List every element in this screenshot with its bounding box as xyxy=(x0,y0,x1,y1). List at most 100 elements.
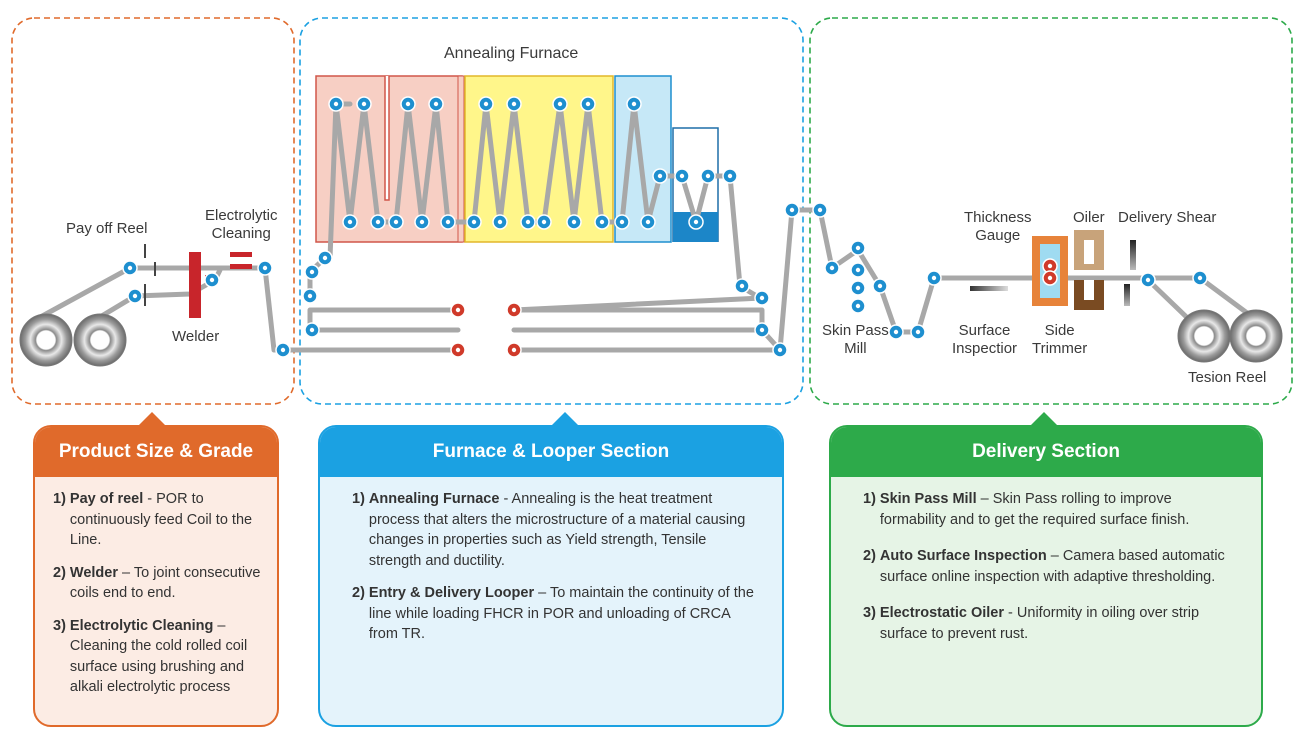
roller-hub xyxy=(455,307,461,313)
roller-hub xyxy=(433,101,439,107)
card-title: Product Size & Grade xyxy=(35,427,277,477)
card-title: Delivery Section xyxy=(831,427,1261,477)
roller-hub xyxy=(127,265,133,271)
delivery-shear-icon xyxy=(1124,240,1136,306)
label-pay-off-reel: Pay off Reel xyxy=(66,220,148,237)
roller-hub xyxy=(511,347,517,353)
card-product-size-grade: Product Size & Grade 1)Pay of reel - POR… xyxy=(33,425,279,727)
roller-hub xyxy=(855,267,861,273)
list-item: 2)Auto Surface Inspection – Camera based… xyxy=(863,548,1225,585)
roller-hub xyxy=(557,101,563,107)
roller-hub xyxy=(679,173,685,179)
roller-hub xyxy=(1197,275,1203,281)
roller-hub xyxy=(1145,277,1151,283)
list-item: 2)Entry & Delivery Looper – To maintain … xyxy=(352,585,754,642)
label-electrolytic-cleaning-line1: Electrolytic xyxy=(205,207,278,224)
label-side-trimmer-line1: Side xyxy=(1044,322,1075,339)
card-furnace-looper: Furnace & Looper Section 1)Annealing Fur… xyxy=(318,425,784,727)
oiler-icon xyxy=(1074,230,1104,310)
roller-hub xyxy=(1047,263,1053,269)
roller-hub xyxy=(511,307,517,313)
label-oiler: Oiler xyxy=(1073,209,1105,226)
roller-hub xyxy=(347,219,353,225)
label-electrolytic-cleaning: Electrolytic Cleaning xyxy=(205,207,278,243)
roller-hub xyxy=(599,219,605,225)
roller-hub xyxy=(309,269,315,275)
roller-hub xyxy=(931,275,937,281)
label-surface-inspection-line2: Inspectior xyxy=(952,340,1018,357)
roller-hub xyxy=(915,329,921,335)
label-surface-inspection: Surface Inspectior xyxy=(952,322,1017,358)
label-thickness-gauge-line1: Thickness xyxy=(964,209,1032,226)
roller-hub xyxy=(759,327,765,333)
roller-hub xyxy=(657,173,663,179)
list-item: 3)Electrolytic Cleaning – Cleaning the c… xyxy=(53,617,248,696)
roller-hub xyxy=(541,219,547,225)
roller-hub xyxy=(585,101,591,107)
roller-hub xyxy=(445,219,451,225)
roller-hub xyxy=(759,295,765,301)
roller-hub xyxy=(705,173,711,179)
list-item: 1)Skin Pass Mill – Skin Pass rolling to … xyxy=(863,491,1190,528)
roller-hub xyxy=(855,303,861,309)
roller-hub xyxy=(483,101,489,107)
label-thickness-gauge-line2: Gauge xyxy=(975,227,1021,244)
pay-off-reel-coils xyxy=(19,313,127,367)
roller-hub xyxy=(307,293,313,299)
roller-hub xyxy=(571,219,577,225)
roller-hub xyxy=(471,219,477,225)
card-body: 1)Pay of reel - POR to continuously feed… xyxy=(35,477,277,698)
roller-hub xyxy=(333,101,339,107)
tension-reel-coils xyxy=(1177,309,1283,363)
roller-hub xyxy=(393,219,399,225)
label-welder: Welder xyxy=(172,328,220,345)
card-body: 1)Skin Pass Mill – Skin Pass rolling to … xyxy=(831,477,1261,644)
label-side-trimmer-line2: Trimmer xyxy=(1032,340,1088,357)
roller-hub xyxy=(405,101,411,107)
list-item: 3)Electrostatic Oiler - Uniformity in oi… xyxy=(863,605,1200,642)
list-item: 2)Welder – To joint consecutive coils en… xyxy=(53,564,261,602)
label-side-trimmer: Side Trimmer xyxy=(1032,322,1087,358)
label-skin-pass-mill-line2: Mill xyxy=(844,340,867,357)
roller-hub xyxy=(525,219,531,225)
electrolytic-cleaning-icon xyxy=(230,252,252,257)
label-annealing-furnace: Annealing Furnace xyxy=(444,45,579,62)
roller-hub xyxy=(739,283,745,289)
roller-hub xyxy=(645,219,651,225)
list-item: 1)Annealing Furnace - Annealing is the h… xyxy=(352,491,746,569)
roller-hub xyxy=(877,283,883,289)
roller-hub xyxy=(262,265,268,271)
surface-inspection-icon xyxy=(970,286,1008,291)
roller-hub xyxy=(322,255,328,261)
card-title: Furnace & Looper Section xyxy=(320,427,782,477)
roller-hub xyxy=(855,285,861,291)
roller-hub xyxy=(817,207,823,213)
roller-hub xyxy=(280,347,286,353)
roller-hub xyxy=(829,265,835,271)
roller-hub xyxy=(309,327,315,333)
roller-hub xyxy=(777,347,783,353)
roller-hub xyxy=(693,219,699,225)
roller-hub xyxy=(455,347,461,353)
card-body: 1)Annealing Furnace - Annealing is the h… xyxy=(320,477,782,645)
label-skin-pass-mill-line1: Skin Pass xyxy=(822,322,889,339)
roller-hub xyxy=(893,329,899,335)
label-surface-inspection-line1: Surface xyxy=(958,322,1011,339)
label-delivery-shear: Delivery Shear xyxy=(1118,209,1217,226)
roller-hub xyxy=(789,207,795,213)
welder-icon xyxy=(189,252,201,318)
roller-hub xyxy=(631,101,637,107)
label-skin-pass-mill: Skin Pass Mill xyxy=(822,322,889,358)
roller-hub xyxy=(419,219,425,225)
roller-hub xyxy=(132,293,138,299)
card-delivery-section: Delivery Section 1)Skin Pass Mill – Skin… xyxy=(829,425,1263,727)
label-electrolytic-cleaning-line2: Cleaning xyxy=(211,225,271,242)
roller-hub xyxy=(1047,275,1053,281)
list-item: 1)Pay of reel - POR to continuously feed… xyxy=(53,491,253,548)
rollers-layer xyxy=(122,96,1208,358)
roller-hub xyxy=(855,245,861,251)
roller-hub xyxy=(497,219,503,225)
roller-hub xyxy=(361,101,367,107)
label-tension-reel: Tesion Reel xyxy=(1188,369,1267,386)
